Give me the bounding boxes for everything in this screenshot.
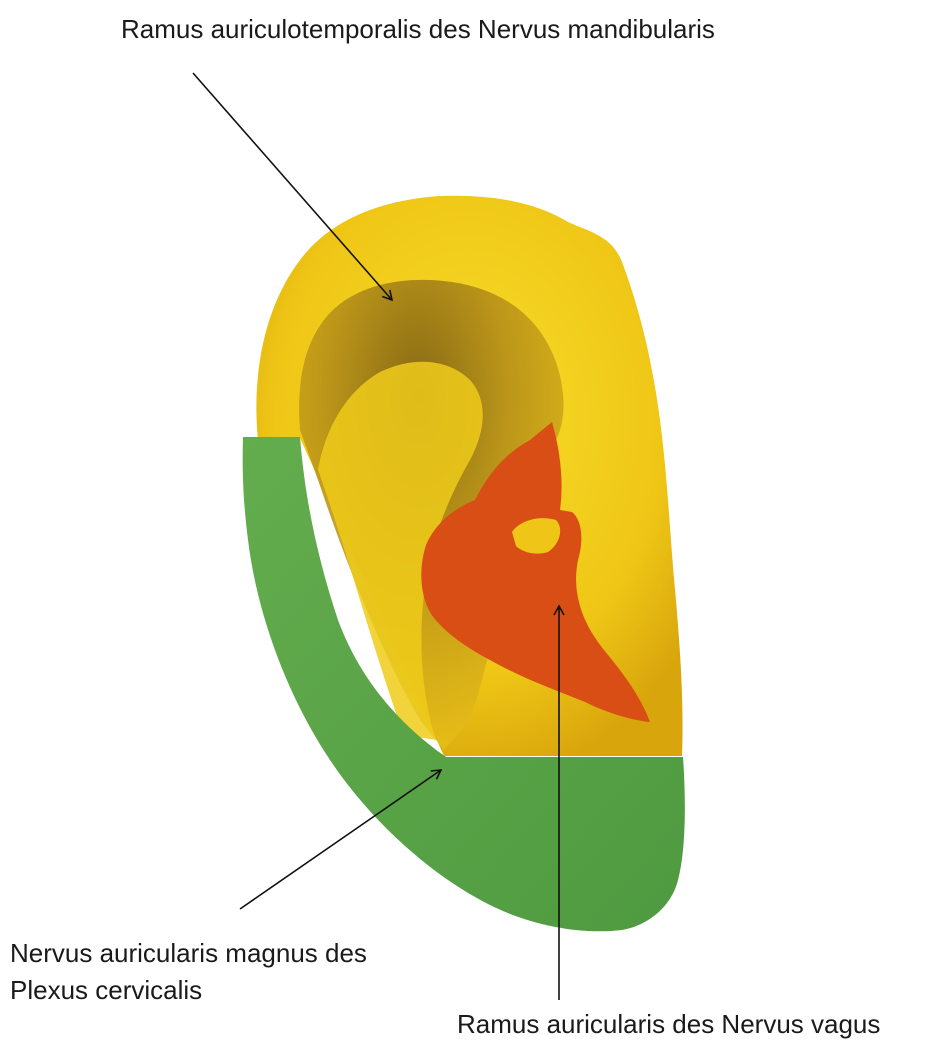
label-auriculotemporal: Ramus auriculotemporalis des Nervus mand… [121,11,715,48]
label-vagus: Ramus auricularis des Nervus vagus [457,1006,880,1043]
label-auricularis-magnus: Nervus auricularis magnus des Plexus cer… [10,935,470,1009]
label-auricularis-magnus-line2: Plexus cervicalis [10,972,470,1009]
label-auricularis-magnus-line1: Nervus auricularis magnus des [10,935,470,972]
arrow-auriculotemporal [193,73,392,300]
